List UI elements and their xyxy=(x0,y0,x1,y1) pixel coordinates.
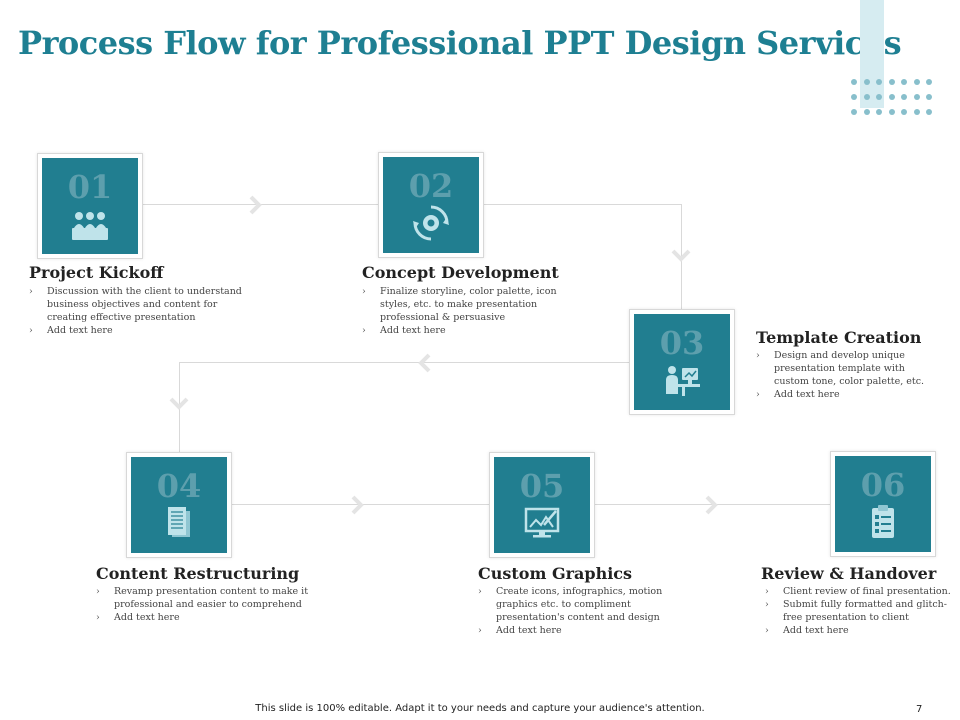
step-tile: 01 xyxy=(42,158,138,254)
bullet-item: Discussion with the client to understand… xyxy=(29,285,259,324)
decorative-dot xyxy=(926,109,932,115)
step-bullets: Revamp presentation content to make it p… xyxy=(96,585,326,624)
connector-line-3-4-horizontal xyxy=(180,362,630,363)
step-bullets: Create icons, infographics, motion graph… xyxy=(478,585,668,637)
checklist-clipboard-icon xyxy=(872,505,894,538)
step-number: 06 xyxy=(860,466,906,504)
step-tile: 04 xyxy=(131,457,227,553)
bullet-item: Create icons, infographics, motion graph… xyxy=(478,585,668,624)
decorative-dot xyxy=(888,94,895,100)
chevron-down-icon xyxy=(169,397,189,410)
bullet-item: Submit fully formatted and glitch-free p… xyxy=(765,598,953,624)
decorative-dot xyxy=(888,79,895,85)
chevron-right-icon xyxy=(249,195,262,215)
bullet-item: Add text here xyxy=(362,324,562,337)
step-bullets: Finalize storyline, color palette, icon … xyxy=(362,285,562,337)
step-title: Review & Handover xyxy=(761,564,937,583)
documents-icon xyxy=(168,507,190,537)
chevron-down-icon xyxy=(671,249,691,262)
step-bullets: Client review of final presentation. Sub… xyxy=(765,585,953,637)
bullet-item: Design and develop unique presentation t… xyxy=(756,349,936,388)
decorative-dot xyxy=(851,79,857,85)
footer-note: This slide is 100% editable. Adapt it to… xyxy=(255,703,705,714)
graphics-monitor-icon xyxy=(524,507,560,538)
chevron-right-icon xyxy=(351,495,364,515)
step-box-04: 04 xyxy=(126,452,232,558)
step-box-02: 02 xyxy=(378,152,484,258)
step-box-03: 03 xyxy=(629,309,735,415)
step-box-05: 05 xyxy=(489,452,595,558)
step-box-06: 06 xyxy=(830,451,936,557)
step-title: Custom Graphics xyxy=(478,564,633,583)
decorative-dot xyxy=(901,94,907,100)
gear-refresh-icon xyxy=(413,205,449,241)
step-title: Content Restructuring xyxy=(96,564,300,583)
connector-line-1-2 xyxy=(142,204,382,205)
bullet-item: Revamp presentation content to make it p… xyxy=(96,585,326,611)
step-title: Template Creation xyxy=(756,328,922,347)
bullet-item: Finalize storyline, color palette, icon … xyxy=(362,285,562,324)
decorative-dot xyxy=(863,109,870,115)
decorative-dot xyxy=(913,94,920,100)
decorative-dot xyxy=(876,94,882,100)
chevron-right-icon xyxy=(705,495,718,515)
step-tile: 05 xyxy=(494,457,590,553)
decorative-dot xyxy=(888,109,895,115)
page-number: 7 xyxy=(916,704,923,715)
decorative-dot xyxy=(851,109,857,115)
step-number: 04 xyxy=(156,467,202,505)
decorative-dot xyxy=(926,79,932,85)
decorative-dot xyxy=(851,94,857,100)
decorative-dot xyxy=(913,109,920,115)
decorative-dot xyxy=(913,79,920,85)
decorative-dot xyxy=(926,94,932,100)
step-number: 01 xyxy=(67,168,113,206)
decorative-dot xyxy=(863,79,870,85)
step-number: 05 xyxy=(519,467,565,505)
decorative-dot xyxy=(863,94,870,100)
step-tile: 03 xyxy=(634,314,730,410)
step-bullets: Design and develop unique presentation t… xyxy=(756,349,936,401)
decorative-dot xyxy=(901,79,907,85)
step-number: 02 xyxy=(408,167,454,205)
decorative-dot xyxy=(876,109,882,115)
decorative-dot xyxy=(876,79,882,85)
step-box-01: 01 xyxy=(37,153,143,259)
designer-desk-icon xyxy=(666,366,700,396)
bullet-item: Client review of final presentation. xyxy=(765,585,953,598)
connector-line-2-3-horizontal xyxy=(482,204,682,205)
step-title: Project Kickoff xyxy=(29,263,164,282)
bullet-item: Add text here xyxy=(96,611,326,624)
bullet-item: Add text here xyxy=(478,624,668,637)
title: Process Flow for Professional PPT Design… xyxy=(18,24,902,62)
chevron-left-icon xyxy=(418,353,431,373)
step-bullets: Discussion with the client to understand… xyxy=(29,285,259,337)
step-tile: 02 xyxy=(383,157,479,253)
step-tile: 06 xyxy=(835,456,931,552)
bullet-item: Add text here xyxy=(756,388,936,401)
decorative-bar xyxy=(860,0,884,108)
step-number: 03 xyxy=(659,324,705,362)
meeting-icon xyxy=(72,212,108,240)
decorative-dot xyxy=(901,109,907,115)
bullet-item: Add text here xyxy=(765,624,953,637)
bullet-item: Add text here xyxy=(29,324,259,337)
step-title: Concept Development xyxy=(362,263,559,282)
